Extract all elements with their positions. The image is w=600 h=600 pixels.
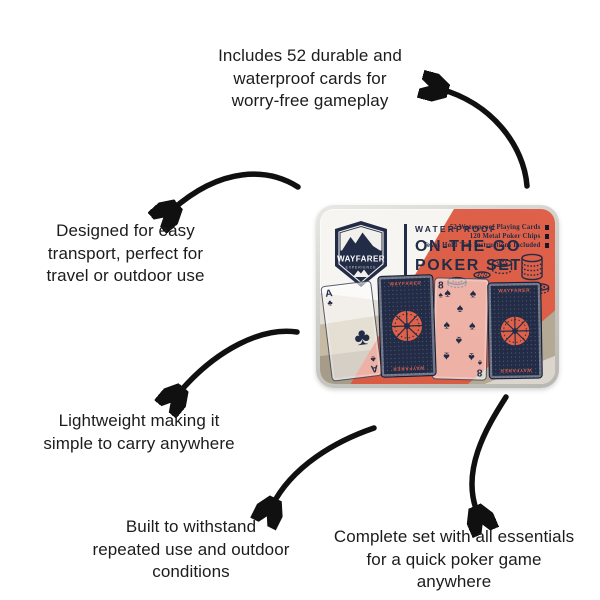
callout-line: travel or outdoor use (46, 266, 205, 285)
callout-line: simple to carry anywhere (43, 433, 235, 453)
spade-pip-icon: ♠ (469, 286, 477, 301)
spade-pip-icon: ♠ (455, 333, 463, 349)
spade-pip-icon: ♠ (444, 285, 452, 300)
wheel-emblem-icon (391, 310, 423, 342)
callout-line: anywhere (416, 572, 492, 591)
product-tin-photo: WAYFARER EXPERIENCE WATERPROOF ON-THE-GO… (316, 205, 559, 388)
feature-row: Texas Hold 'Em Instructions Included (423, 242, 549, 249)
callout-line: Built to withstand (125, 517, 257, 536)
card-corner-index: A ♣ (369, 354, 379, 374)
card-back: WAYFARER WAYFARER (487, 281, 543, 380)
tin-feature-list: 52 Waterproof Playing Cards 120 Metal Po… (423, 224, 549, 249)
wheel-emblem-icon (499, 315, 531, 346)
card-corner-index: A ♣ (325, 288, 334, 308)
callout-line: for a quick poker game (366, 549, 542, 569)
feature-bullet-square-icon (544, 225, 549, 230)
card-rank: 8 (477, 366, 484, 378)
product-title-line: WATERPROOF (415, 224, 498, 234)
callout-lightweight: Lightweight making it simple to carry an… (8, 410, 270, 455)
callout-line: Includes 52 durable and (218, 46, 402, 65)
arrow-to-built-callout-icon (272, 425, 377, 506)
wayfarer-logo-badge: WAYFARER EXPERIENCE (335, 221, 387, 287)
callout-line: Complete set with all essentials (333, 527, 575, 546)
feature-row: 52 Waterproof Playing Cards (423, 224, 549, 231)
club-suit-icon: ♣ (326, 298, 334, 308)
card-back-brand: WAYFARER (389, 280, 422, 287)
spade-pip-icon: ♠ (468, 350, 475, 365)
callout-line: Lightweight making it (58, 411, 220, 430)
club-suit-icon: ♣ (369, 354, 377, 364)
spade-pip-icon: ♠ (468, 318, 476, 333)
spade-pip-icon: ♠ (442, 349, 450, 364)
callout-line: waterproof cards for (233, 68, 387, 88)
callout-line: repeated use and outdoor (92, 539, 290, 559)
eight-of-spades-card: 8 ♠ ♠ ♠ ♠ ♠ ♠ ♠ ♠ ♠ 8 ♠ (431, 277, 490, 381)
feature-text: 52 Waterproof Playing Cards (449, 224, 541, 231)
feature-text: 120 Metal Poker Chips (469, 233, 541, 240)
product-title-line: ON-THE-GO (415, 238, 521, 255)
callout-line: transport, perfect for (47, 243, 204, 263)
mountains-icon (342, 232, 380, 251)
callout-line: worry-free gameplay (231, 91, 389, 110)
spade-pip-icon: ♠ (456, 300, 464, 316)
small-mountains-icon (353, 269, 370, 277)
arrow-to-complete-callout-icon (472, 394, 509, 514)
feature-row: 120 Metal Poker Chips (423, 233, 549, 240)
card-back-brand: WAYFARER (392, 365, 425, 372)
card-corner-index: 8 ♠ (438, 280, 444, 300)
spade-suit-icon: ♠ (478, 358, 483, 368)
brand-tagline: EXPERIENCE (346, 266, 377, 270)
feature-bullet-square-icon (544, 243, 549, 248)
arrow-to-left-callout-icon (172, 171, 301, 210)
tin-lid-artwork: WAYFARER EXPERIENCE WATERPROOF ON-THE-GO… (320, 209, 555, 384)
callout-complete-set: Complete set with all essentials for a q… (318, 526, 590, 594)
card-back-brand: WAYFARER (498, 287, 531, 294)
callout-easy-transport: Designed for easy transport, perfect for… (8, 220, 243, 288)
brand-name: WAYFARER (337, 255, 385, 264)
card-back: WAYFARER WAYFARER (377, 274, 437, 378)
feature-text: Texas Hold 'Em Instructions Included (422, 242, 541, 249)
spade-suit-icon: ♠ (438, 290, 443, 300)
card-corner-index: 8 ♠ (477, 358, 484, 378)
club-pip-icon: ♣ (352, 323, 372, 352)
arrow-to-lightweight-callout-icon (178, 328, 300, 394)
callout-line: Designed for easy (56, 221, 195, 240)
card-back-brand: WAYFARER (499, 367, 532, 374)
callout-durable-cards: Includes 52 durable and waterproof cards… (155, 45, 465, 113)
callout-built-to-withstand: Built to withstand repeated use and outd… (56, 516, 326, 584)
feature-bullet-square-icon (544, 234, 549, 239)
ace-of-clubs-card: A ♣ ♣ A ♣ (320, 280, 383, 382)
callout-line: conditions (152, 562, 230, 581)
spade-pip-icon: ♠ (443, 317, 451, 332)
